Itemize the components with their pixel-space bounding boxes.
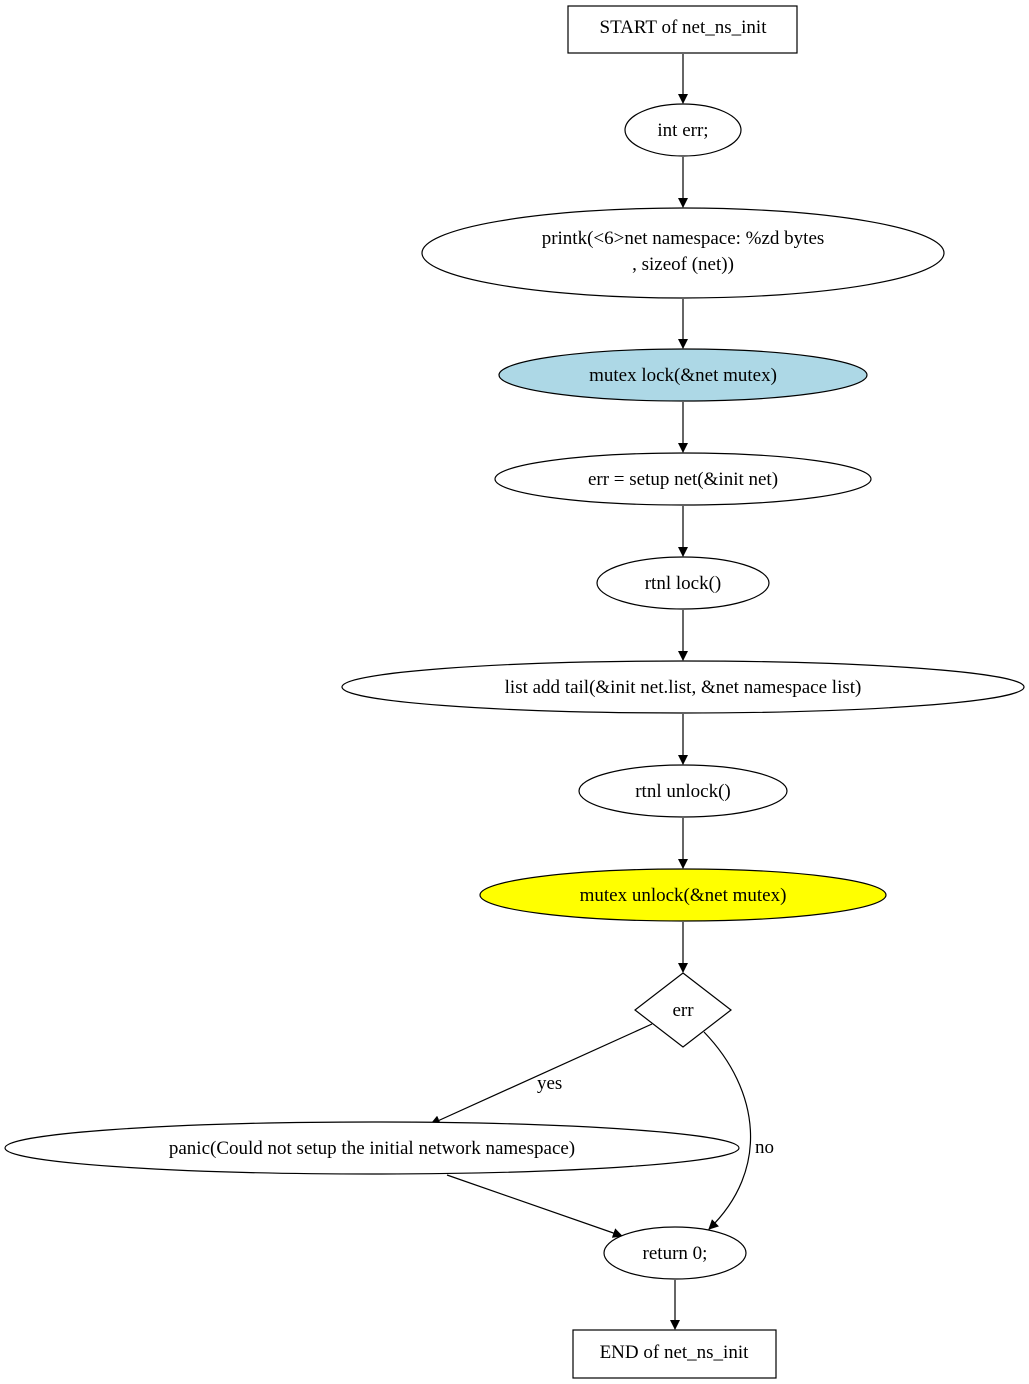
- node-start[interactable]: START of net_ns_init: [567, 5, 798, 54]
- node-panic-label: panic(Could not setup the initial networ…: [169, 1138, 575, 1159]
- node-end[interactable]: END of net_ns_init: [572, 1329, 777, 1379]
- node-rtnl-unlock-label: rtnl unlock(): [635, 781, 731, 802]
- node-mutex-unlock[interactable]: mutex unlock(&net mutex): [479, 868, 887, 922]
- node-start-label: START of net_ns_init: [600, 17, 768, 38]
- node-mutex-lock-label: mutex lock(&net mutex): [589, 365, 777, 386]
- edge-panic-return: [446, 1174, 623, 1238]
- node-printk-label-line1: printk(<6>net namespace: %zd bytes: [542, 228, 825, 249]
- node-cond-label: err: [672, 1000, 694, 1021]
- node-printk-label-line2: , sizeof (net)): [632, 254, 734, 275]
- node-decl-label: int err;: [657, 120, 708, 141]
- node-setup-label: err = setup net(&init net): [588, 469, 778, 490]
- node-printk[interactable]: printk(<6>net namespace: %zd bytes , siz…: [421, 207, 945, 299]
- edge-label-yes: yes: [537, 1073, 562, 1094]
- node-rtnl-lock-label: rtnl lock(): [645, 573, 722, 594]
- node-mutex-lock[interactable]: mutex lock(&net mutex): [498, 348, 868, 402]
- node-cond[interactable]: err: [634, 972, 732, 1048]
- edge-cond-panic-yes: [430, 1023, 653, 1125]
- node-rtnl-unlock[interactable]: rtnl unlock(): [578, 764, 788, 818]
- node-return-label: return 0;: [643, 1243, 708, 1264]
- node-list-add-label: list add tail(&init net.list, &net names…: [505, 677, 862, 698]
- node-end-label: END of net_ns_init: [600, 1342, 750, 1363]
- node-return[interactable]: return 0;: [603, 1226, 747, 1280]
- edges: [430, 54, 751, 1330]
- edge-cond-return-no: [703, 1031, 751, 1230]
- node-rtnl-lock[interactable]: rtnl lock(): [596, 556, 770, 610]
- node-mutex-unlock-label: mutex unlock(&net mutex): [580, 885, 787, 906]
- node-list-add[interactable]: list add tail(&init net.list, &net names…: [341, 660, 1025, 714]
- edge-label-no: no: [755, 1137, 774, 1158]
- node-setup[interactable]: err = setup net(&init net): [494, 452, 872, 506]
- node-decl[interactable]: int err;: [624, 103, 742, 157]
- node-panic[interactable]: panic(Could not setup the initial networ…: [4, 1121, 740, 1175]
